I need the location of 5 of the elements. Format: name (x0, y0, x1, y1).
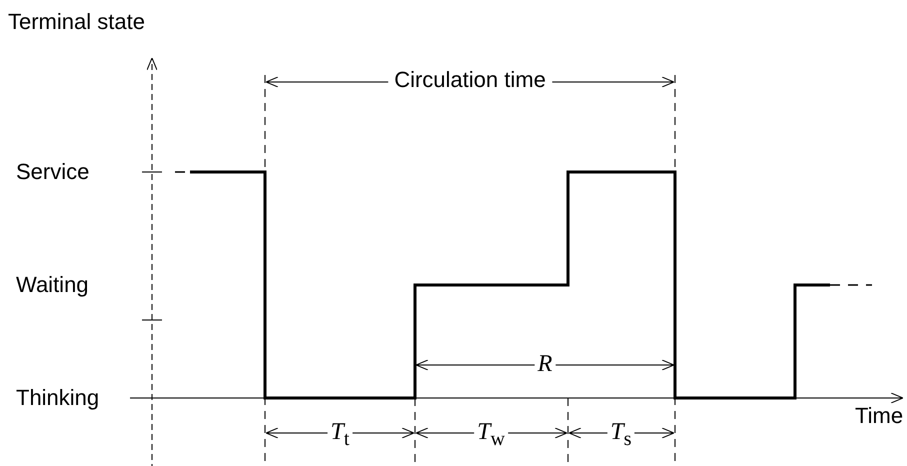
axis-label: Time (855, 404, 904, 428)
state-label: Service (16, 160, 90, 184)
state-label: Waiting (16, 273, 89, 297)
axis-label: Terminal state (8, 10, 145, 34)
state-label: Thinking (16, 386, 100, 410)
